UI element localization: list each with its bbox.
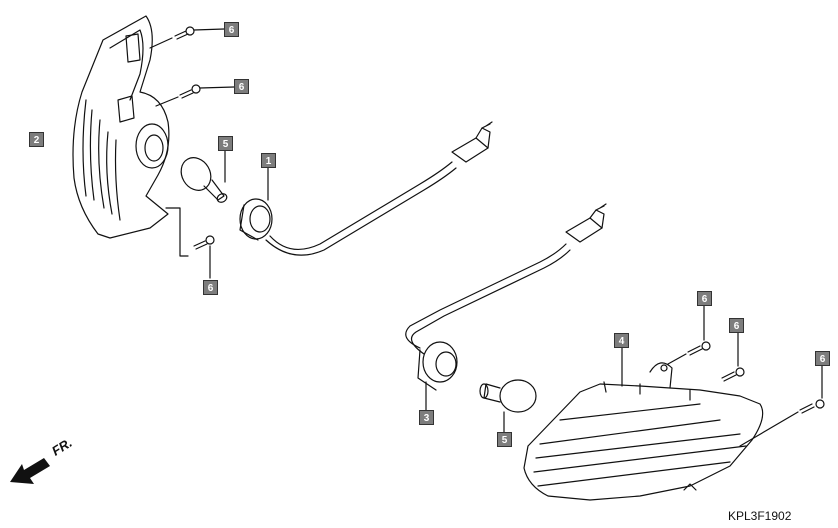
rear-turn-signal-housing	[72, 15, 170, 239]
callout-part-6: 6	[815, 351, 830, 366]
callout-part-5: 5	[497, 432, 512, 447]
front-turn-signal-lens	[523, 347, 764, 501]
callout-part-1: 1	[261, 153, 276, 168]
callout-part-6: 6	[224, 22, 239, 37]
callout-part-6: 6	[697, 291, 712, 306]
callout-part-3: 3	[419, 410, 434, 425]
screw-6-right-b	[721, 331, 745, 382]
callout-part-6: 6	[729, 318, 744, 333]
front-direction-arrow-icon	[10, 458, 50, 484]
socket-harness-3	[405, 203, 607, 413]
screw-6-right-a	[667, 305, 711, 365]
drawing-code: KPL3F1902	[728, 509, 792, 523]
callout-part-6: 6	[234, 79, 249, 94]
bulb-5-upper	[180, 150, 228, 203]
screw-6-right-c	[739, 365, 825, 447]
callout-part-4: 4	[614, 333, 629, 348]
screw-6-top	[149, 26, 225, 49]
bulb-5-lower	[479, 379, 537, 433]
callout-part-5: 5	[218, 136, 233, 151]
screw-6-lower-left	[165, 207, 215, 279]
callout-part-2: 2	[29, 132, 44, 147]
socket-harness-1	[239, 121, 493, 256]
screw-6-upper-middle	[155, 84, 235, 107]
callout-part-6: 6	[203, 280, 218, 295]
